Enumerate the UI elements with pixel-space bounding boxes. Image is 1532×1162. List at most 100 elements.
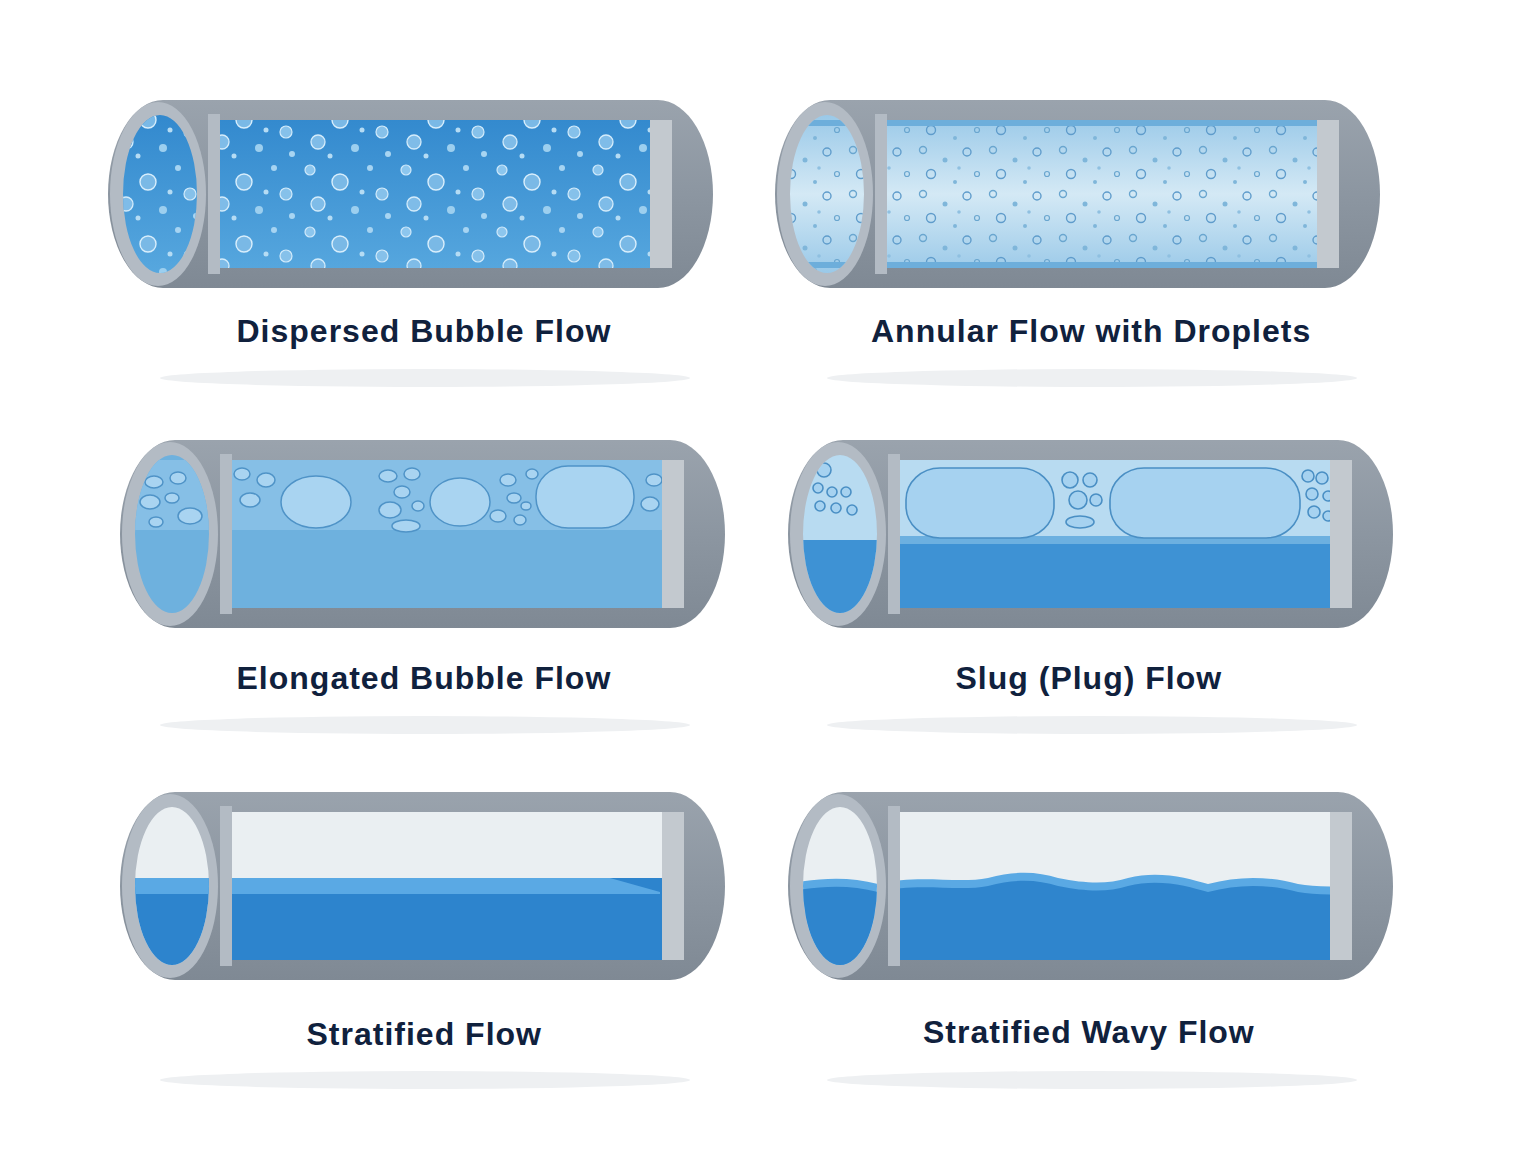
pipe-slug-part-part-part <box>827 487 837 497</box>
pipe-elongated-part-part-part <box>500 474 516 486</box>
pipe-elongated-part-part-part <box>240 493 260 507</box>
pipe-slug <box>788 440 1393 628</box>
pipe-slug-part-part-part <box>1306 488 1318 500</box>
pipe-stratified <box>120 792 725 980</box>
pipe-stratified-wavy-part <box>888 806 900 966</box>
pipe-stratified-wavy-part-part <box>788 881 1393 980</box>
pipe-elongated-part-part-part <box>490 510 506 522</box>
pipe-elongated-part-part-part <box>526 469 538 479</box>
pipe-stratified-part <box>120 792 725 980</box>
pipe-slug-part-part-part <box>1323 491 1333 501</box>
floor-shadows-part <box>160 716 690 734</box>
pipe-slug-part-part <box>813 463 1333 538</box>
regime-label: Elongated Bubble Flow <box>237 662 612 694</box>
pipe-elongated-part-part-part <box>234 468 250 480</box>
regime-label: Slug (Plug) Flow <box>956 662 1223 694</box>
pipe-stratified-wavy-part <box>788 792 1393 980</box>
pipe-elongated-part-part-part <box>281 476 351 528</box>
pipe-dispersed-part <box>108 100 713 288</box>
pipe-stratified-part <box>120 792 725 980</box>
pipe-stratified-wavy <box>788 792 1393 980</box>
pipe-stratified-part-part <box>120 878 660 894</box>
floor-shadows-part <box>827 716 1357 734</box>
pipe-slug-part-part-part <box>1323 511 1333 521</box>
pipe-slug-part-part-part <box>1083 473 1097 487</box>
pipe-elongated-part-part-part <box>140 495 160 509</box>
pipe-slug-part-part-part <box>817 463 831 477</box>
pipe-slug-part-part-part <box>1316 472 1328 484</box>
pipe-elongated-part <box>220 454 232 614</box>
pipe-elongated-part-part-part <box>257 473 275 487</box>
pipe-slug-part-part-part <box>1110 468 1300 538</box>
pipe-dispersed-part <box>208 114 220 274</box>
pipe-annular-part <box>775 100 1380 288</box>
pipe-elongated-part-part <box>140 466 662 532</box>
floor-shadows-part <box>827 369 1357 387</box>
pipe-slug-part-part-part <box>1308 506 1320 518</box>
pipe-slug-part-part-part <box>1062 472 1078 488</box>
pipe-dispersed <box>108 100 713 288</box>
pipe-elongated-part-part-part <box>646 474 662 486</box>
pipe-annular-part-part <box>775 100 1380 288</box>
pipe-elongated-part-part-part <box>170 472 186 484</box>
pipe-elongated-part-part-part <box>145 476 163 488</box>
pipe-stratified-part-part <box>120 792 725 980</box>
pipe-slug-part-part-part <box>1066 516 1094 528</box>
pipe-stratified-wavy-part-part <box>788 792 1393 980</box>
floor-shadows-part <box>827 1071 1357 1089</box>
pipe-elongated <box>120 440 725 628</box>
pipe-elongated-part-part-part <box>392 520 420 532</box>
pipe-slug-part-part <box>788 440 1393 628</box>
pipe-slug-part-part-part <box>815 501 825 511</box>
pipe-elongated-part-part-part <box>379 470 397 482</box>
pipe-stratified-wavy-part-part <box>788 873 1393 980</box>
pipe-elongated-part-part <box>120 440 725 628</box>
pipe-dispersed-part <box>108 100 713 288</box>
floor-shadows-part <box>160 1071 690 1089</box>
pipe-dispersed-part <box>650 120 672 268</box>
pipe-elongated-part-part-part <box>379 502 401 518</box>
pipe-elongated-part-part-part <box>412 501 424 511</box>
pipe-annular-part-part <box>775 262 1380 268</box>
pipe-elongated-part <box>120 440 725 628</box>
pipe-elongated-part-part-part <box>641 497 659 511</box>
pipe-elongated-part-part-part <box>165 493 179 503</box>
pipe-elongated-part-part-part <box>430 478 490 526</box>
pipe-elongated-part-part-part <box>536 466 634 528</box>
pipe-stratified-part-part <box>120 878 725 980</box>
pipe-slug-part-part-part <box>1069 491 1087 509</box>
pipe-slug-part-part-part <box>847 505 857 515</box>
pipe-stratified-wavy-part <box>788 792 1393 980</box>
pipe-slug-part-part-part <box>813 483 823 493</box>
pipe-elongated-part-part-part <box>514 515 526 525</box>
pipe-dispersed-part-part <box>108 100 713 288</box>
regime-label: Dispersed Bubble Flow <box>237 315 612 347</box>
regime-label: Annular Flow with Droplets <box>871 315 1311 347</box>
pipe-slug-part-part-part <box>906 468 1054 538</box>
pipe-slug-part-part-part <box>841 487 851 497</box>
regime-label: Stratified Wavy Flow <box>923 1016 1255 1048</box>
pipe-slug-part-part <box>788 540 1393 628</box>
pipe-annular <box>775 100 1380 288</box>
pipe-elongated-part-part <box>120 460 725 530</box>
pipe-slug-part <box>788 440 1393 628</box>
pipe-elongated-part-part-part <box>149 517 163 527</box>
pipe-elongated-part-part-part <box>507 493 521 503</box>
pipe-annular-part <box>775 100 1380 288</box>
pipe-annular-part <box>875 114 887 274</box>
pipe-slug-part <box>788 440 1393 628</box>
pipe-slug-part-part-part <box>831 503 841 513</box>
pipe-stratified-part <box>220 806 232 966</box>
pipe-slug-part-part-part <box>1302 470 1314 482</box>
pipe-elongated-part-part-part <box>178 508 202 524</box>
pipe-stratified-wavy-part <box>1330 812 1352 960</box>
floor-shadows-part <box>160 369 690 387</box>
pipe-slug-part-part-part <box>1090 494 1102 506</box>
pipe-elongated-part-part-part <box>394 486 410 498</box>
pipe-slug-part <box>888 454 900 614</box>
pipe-dispersed-part-part <box>108 100 713 288</box>
pipe-annular-part-part <box>775 100 1380 288</box>
regime-label: Stratified Flow <box>307 1018 542 1050</box>
